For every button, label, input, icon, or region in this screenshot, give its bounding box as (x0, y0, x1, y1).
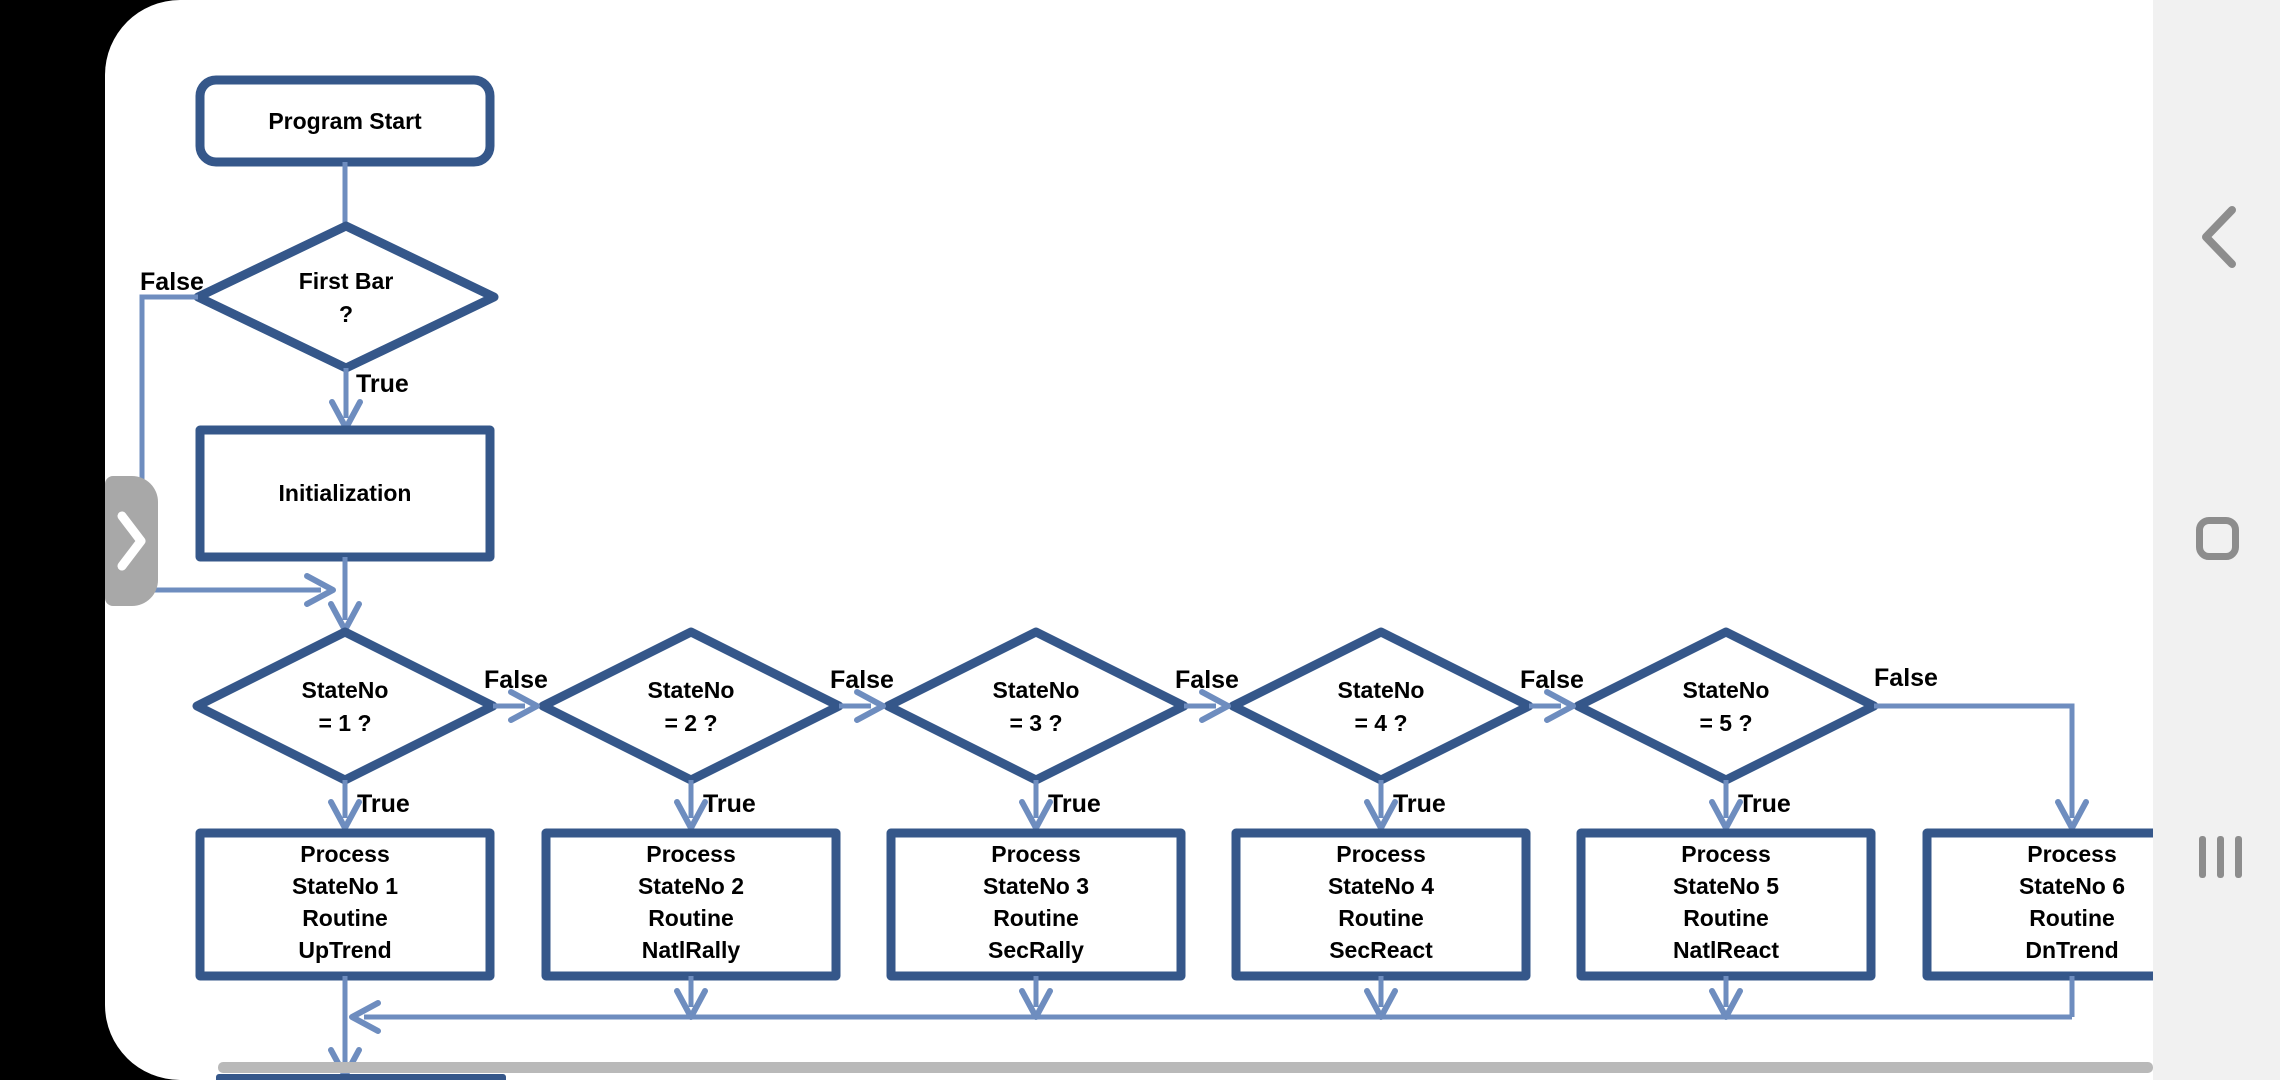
process1-line2: StateNo 1 (292, 873, 398, 899)
process1-line4: UpTrend (298, 937, 391, 963)
process-box-6: Process StateNo 6 Routine DnTrend (1922, 828, 2153, 981)
recent-apps-bar-icon (2235, 836, 2242, 878)
process1-line1: Process (300, 841, 390, 867)
process-box-2: Process StateNo 2 Routine NatlRally (541, 828, 841, 981)
process4-line3: Routine (1338, 905, 1424, 931)
process-box-1: Process StateNo 1 Routine UpTrend (195, 828, 495, 981)
merge-connectors (328, 976, 2075, 1079)
true-arrow-4 (1364, 780, 1398, 831)
true-label-4: True (1393, 790, 1446, 818)
stateno2-line1: StateNo (648, 677, 735, 703)
process5-line2: StateNo 5 (1673, 873, 1779, 899)
recent-apps-bar-icon (2199, 836, 2206, 878)
edge-drawer-handle[interactable] (105, 476, 158, 606)
true-label-3: True (1048, 790, 1101, 818)
process-box-4: Process StateNo 4 Routine SecReact (1231, 828, 1531, 981)
process2-line1: Process (646, 841, 736, 867)
process2-line3: Routine (648, 905, 734, 931)
process4-line2: StateNo 4 (1328, 873, 1434, 899)
process6-line2: StateNo 6 (2019, 873, 2125, 899)
first-bar-false-loop-arrow (139, 294, 336, 607)
first-bar-decision: First Bar ? (193, 221, 499, 373)
stateno3-line1: StateNo (993, 677, 1080, 703)
stateno-decision-2: StateNo = 2 ? (538, 627, 844, 785)
false-label-5: False (1874, 664, 1938, 692)
process2-line4: NatlRally (642, 937, 741, 963)
false-label-4: False (1520, 666, 1584, 694)
stateno4-line2: = 4 ? (1354, 710, 1407, 736)
home-button[interactable] (2196, 517, 2239, 560)
program-start-node: Program Start (195, 75, 495, 167)
false-label-3: False (1175, 666, 1239, 694)
process6-line4: DnTrend (2025, 937, 2118, 963)
false-label-2: False (830, 666, 894, 694)
false-arrow-5-to-box6 (1874, 703, 2089, 831)
stateno5-line1: StateNo (1683, 677, 1770, 703)
false-arrow-2-3 (839, 689, 886, 723)
true-arrow-2 (674, 780, 708, 831)
process6-line3: Routine (2029, 905, 2115, 931)
true-label-1: True (357, 790, 410, 818)
stateno5-line2: = 5 ? (1699, 710, 1752, 736)
false-label-1: False (484, 666, 548, 694)
android-nav-bar (2153, 0, 2280, 1080)
true-arrow-3 (1019, 780, 1053, 831)
recents-button[interactable] (2153, 836, 2280, 878)
process3-line3: Routine (993, 905, 1079, 931)
stateno-decision-5: StateNo = 5 ? (1573, 627, 1879, 785)
process6-line1: Process (2027, 841, 2117, 867)
process3-line2: StateNo 3 (983, 873, 1089, 899)
program-start-label: Program Start (268, 108, 422, 134)
false-arrow-3-4 (1184, 689, 1231, 723)
process4-line4: SecReact (1329, 937, 1433, 963)
true-arrow-5 (1709, 780, 1743, 831)
arrow-init-to-stateno1 (328, 557, 362, 633)
process5-line4: NatlReact (1673, 937, 1779, 963)
first-bar-line2: ? (339, 301, 353, 327)
initialization-node: Initialization (195, 425, 495, 562)
stateno3-line2: = 3 ? (1009, 710, 1062, 736)
process-box-5: Process StateNo 5 Routine NatlReact (1576, 828, 1876, 981)
true-label-5: True (1738, 790, 1791, 818)
false-arrow-4-5 (1529, 689, 1576, 723)
document-canvas[interactable]: Program Start First Bar ? False True Ini… (105, 0, 2153, 1080)
first-bar-line1: First Bar (299, 268, 394, 294)
horizontal-scrollbar[interactable] (218, 1062, 2153, 1073)
stateno2-line2: = 2 ? (664, 710, 717, 736)
flowchart-diagram: Program Start First Bar ? False True Ini… (139, 75, 2153, 1080)
first-bar-true-label: True (356, 370, 409, 398)
stateno1-line2: = 1 ? (318, 710, 371, 736)
stateno-decision-3: StateNo = 3 ? (883, 627, 1189, 785)
stateno4-line1: StateNo (1338, 677, 1425, 703)
process1-line3: Routine (302, 905, 388, 931)
process2-line2: StateNo 2 (638, 873, 744, 899)
next-node-peek (216, 1074, 506, 1080)
process3-line1: Process (991, 841, 1081, 867)
first-bar-false-label: False (140, 268, 204, 296)
initialization-label: Initialization (279, 480, 412, 506)
back-chevron-icon (2202, 206, 2236, 268)
chevron-right-icon (117, 511, 146, 571)
true-arrow-1 (328, 780, 362, 831)
stateno-decision-4: StateNo = 4 ? (1228, 627, 1534, 785)
process5-line1: Process (1681, 841, 1771, 867)
process3-line4: SecRally (988, 937, 1084, 963)
stateno-decision-1: StateNo = 1 ? (192, 627, 498, 785)
true-label-2: True (703, 790, 756, 818)
process-box-3: Process StateNo 3 Routine SecRally (886, 828, 1186, 981)
false-arrow-1-2 (493, 689, 540, 723)
stateno1-line1: StateNo (302, 677, 389, 703)
process5-line3: Routine (1683, 905, 1769, 931)
process4-line1: Process (1336, 841, 1426, 867)
recent-apps-bar-icon (2217, 836, 2224, 878)
back-button[interactable] (2153, 187, 2280, 287)
